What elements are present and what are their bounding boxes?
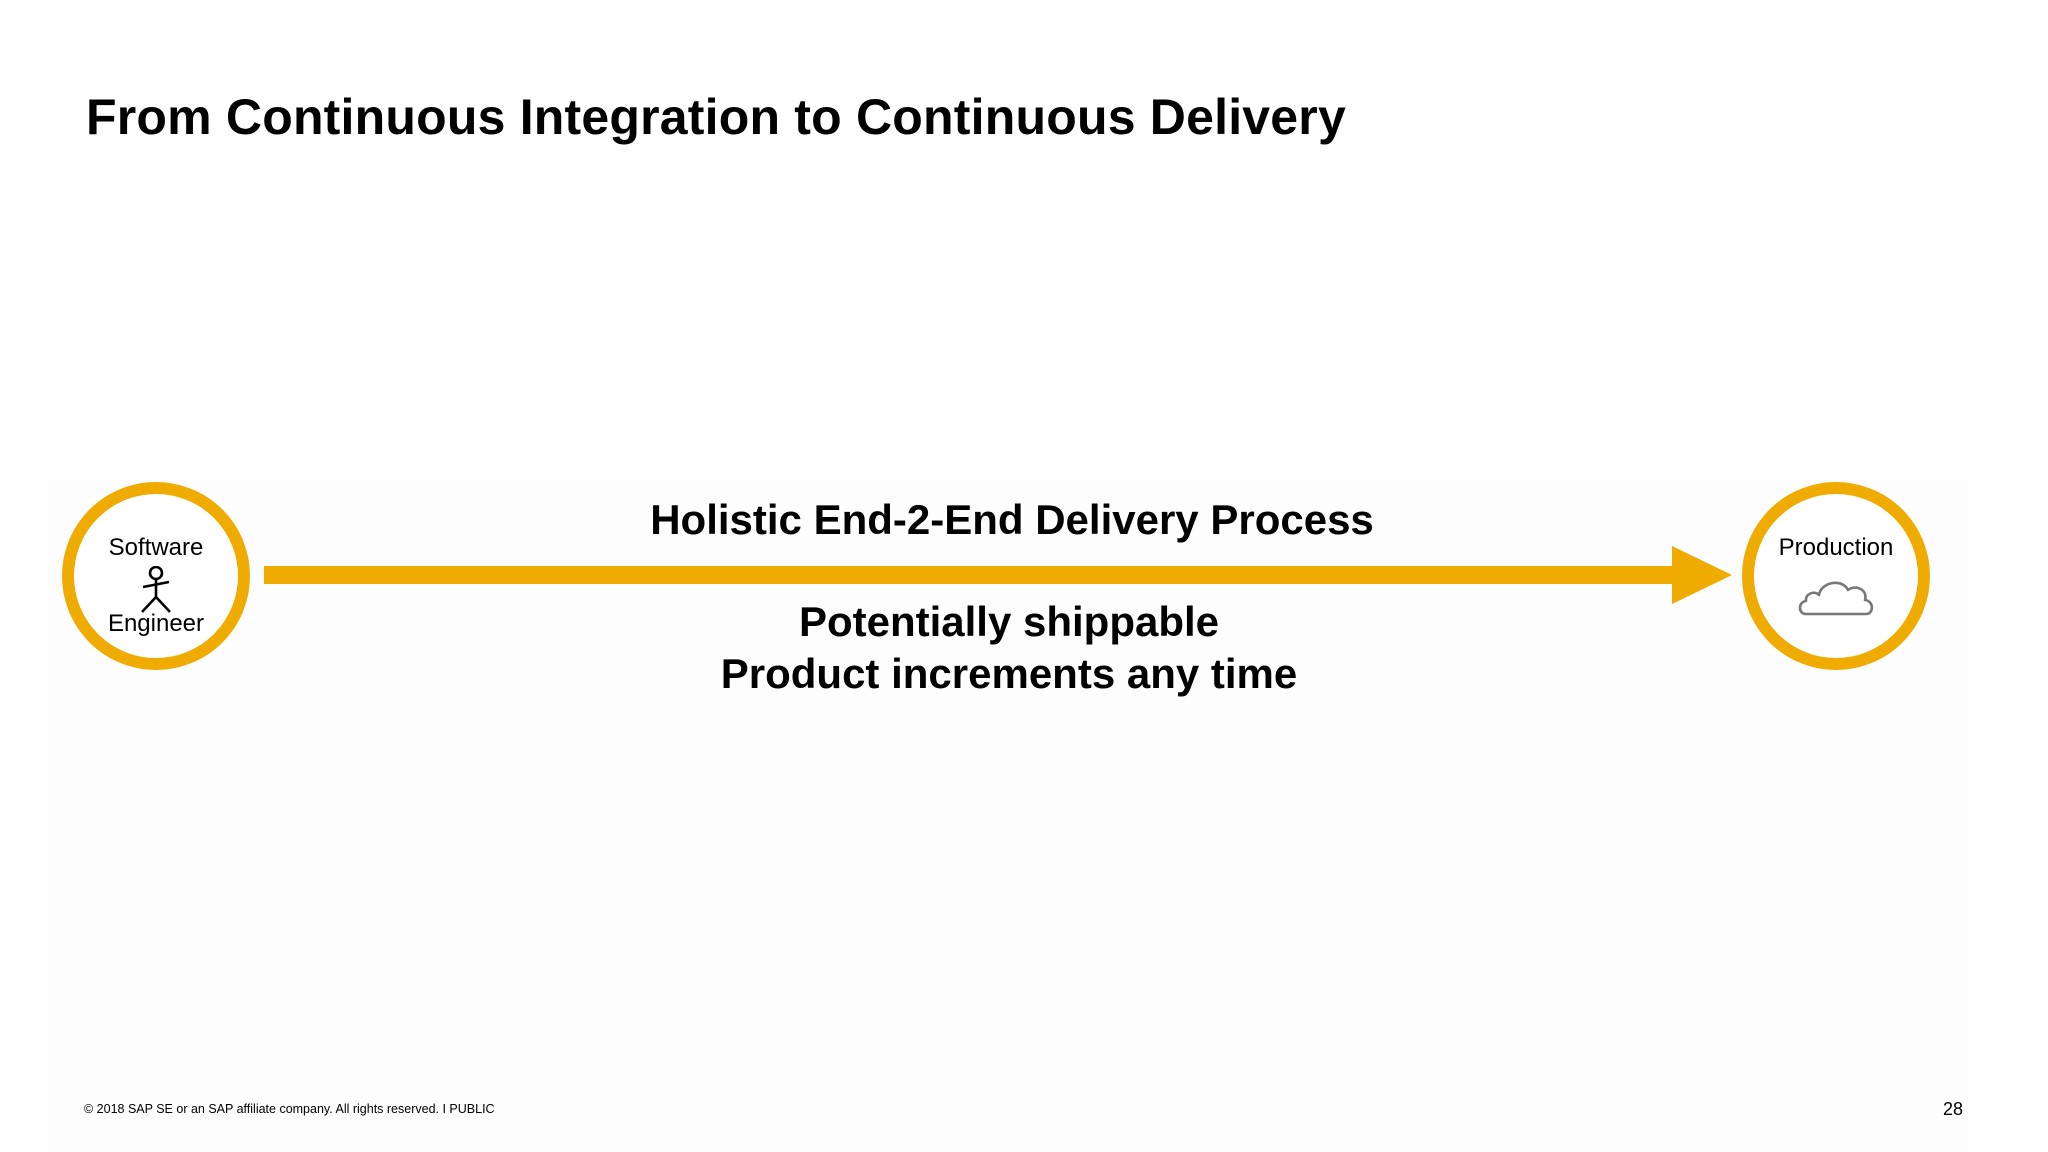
copyright-footer: © 2018 SAP SE or an SAP affiliate compan… — [84, 1102, 495, 1116]
caption-line-2: Product increments any time — [720, 650, 1298, 697]
content-background — [48, 480, 1968, 1152]
person-icon — [141, 566, 171, 613]
delivery-arrow — [264, 546, 1732, 604]
production-node: Production — [1742, 482, 1930, 670]
node-label-production: Production — [1778, 534, 1894, 561]
node-label-engineer: Engineer — [107, 610, 205, 637]
cloud-icon — [1798, 581, 1874, 616]
slide-title: From Continuous Integration to Continuou… — [86, 89, 1346, 145]
caption-line-1: Potentially shippable — [798, 598, 1220, 645]
node-label-software: Software — [108, 534, 204, 561]
arrow-label: Holistic End-2-End Delivery Process — [650, 496, 1374, 543]
page-number: 28 — [1942, 1099, 1963, 1119]
